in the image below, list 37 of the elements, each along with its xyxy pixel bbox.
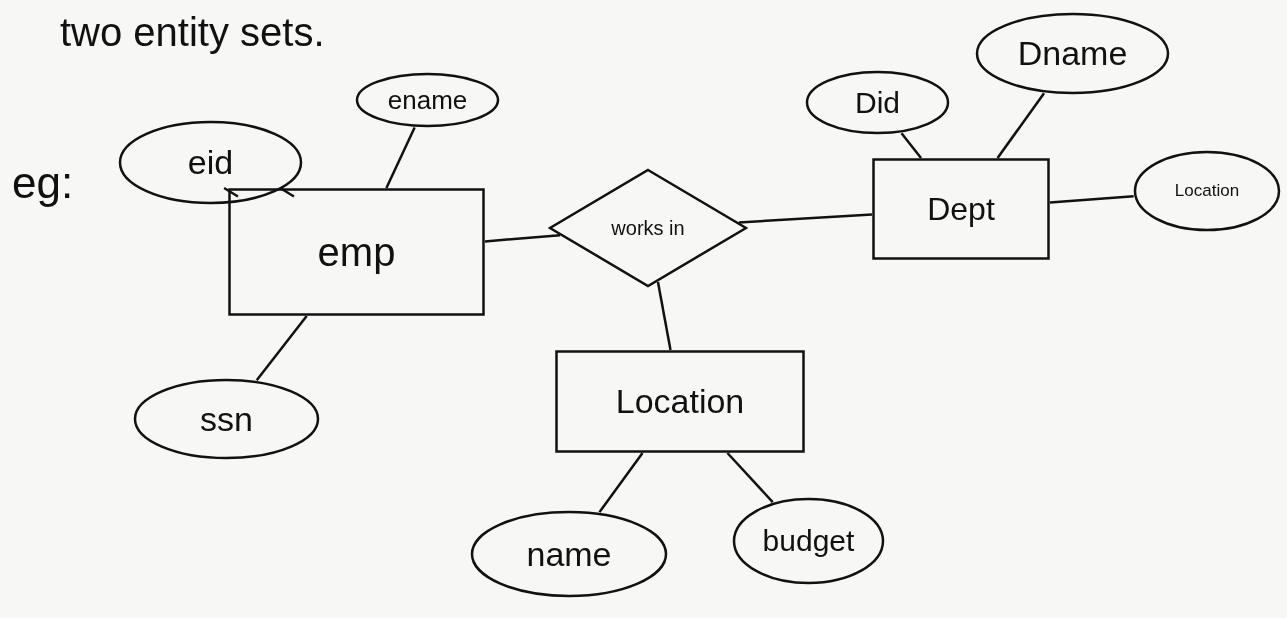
connector-line (255, 315, 308, 381)
attribute-ellipse (133, 378, 320, 460)
node-label: name (526, 533, 612, 575)
attribute-ellipse (470, 510, 668, 598)
entity-box (872, 158, 1050, 260)
connector-line (900, 132, 922, 159)
entity-box (228, 188, 485, 316)
connector-line (484, 234, 561, 243)
connector-line (598, 452, 644, 513)
connector-line (656, 281, 672, 351)
node-label: Dept (927, 190, 995, 229)
connector-line (726, 452, 774, 503)
attribute-ellipse (732, 497, 885, 585)
connector-line (385, 127, 416, 189)
attribute-ellipse (805, 70, 950, 135)
node-label: eid (187, 142, 234, 184)
entity-box (555, 350, 805, 453)
attribute-ellipse (355, 72, 500, 128)
node-label: Dname (1017, 33, 1128, 75)
attribute-ellipse (1133, 150, 1281, 232)
relationship-diamond (548, 168, 748, 288)
node-label: ssn (200, 398, 253, 440)
attribute-ellipse (118, 120, 303, 205)
node-label: ename (387, 83, 468, 117)
node-label: Location (1174, 180, 1240, 202)
connector-line (738, 213, 873, 224)
attribute-ellipse (975, 12, 1170, 95)
connector-line (996, 92, 1046, 159)
note-label: eg: (12, 157, 74, 209)
connector-line (1049, 195, 1134, 204)
node-label: emp (317, 229, 396, 276)
connector-line (223, 186, 239, 198)
node-label: Location (615, 381, 745, 423)
heading-fragment: two entity sets. (60, 9, 325, 56)
node-label: budget (762, 523, 855, 560)
node-label: works in (611, 215, 685, 241)
node-label: Did (855, 84, 900, 121)
